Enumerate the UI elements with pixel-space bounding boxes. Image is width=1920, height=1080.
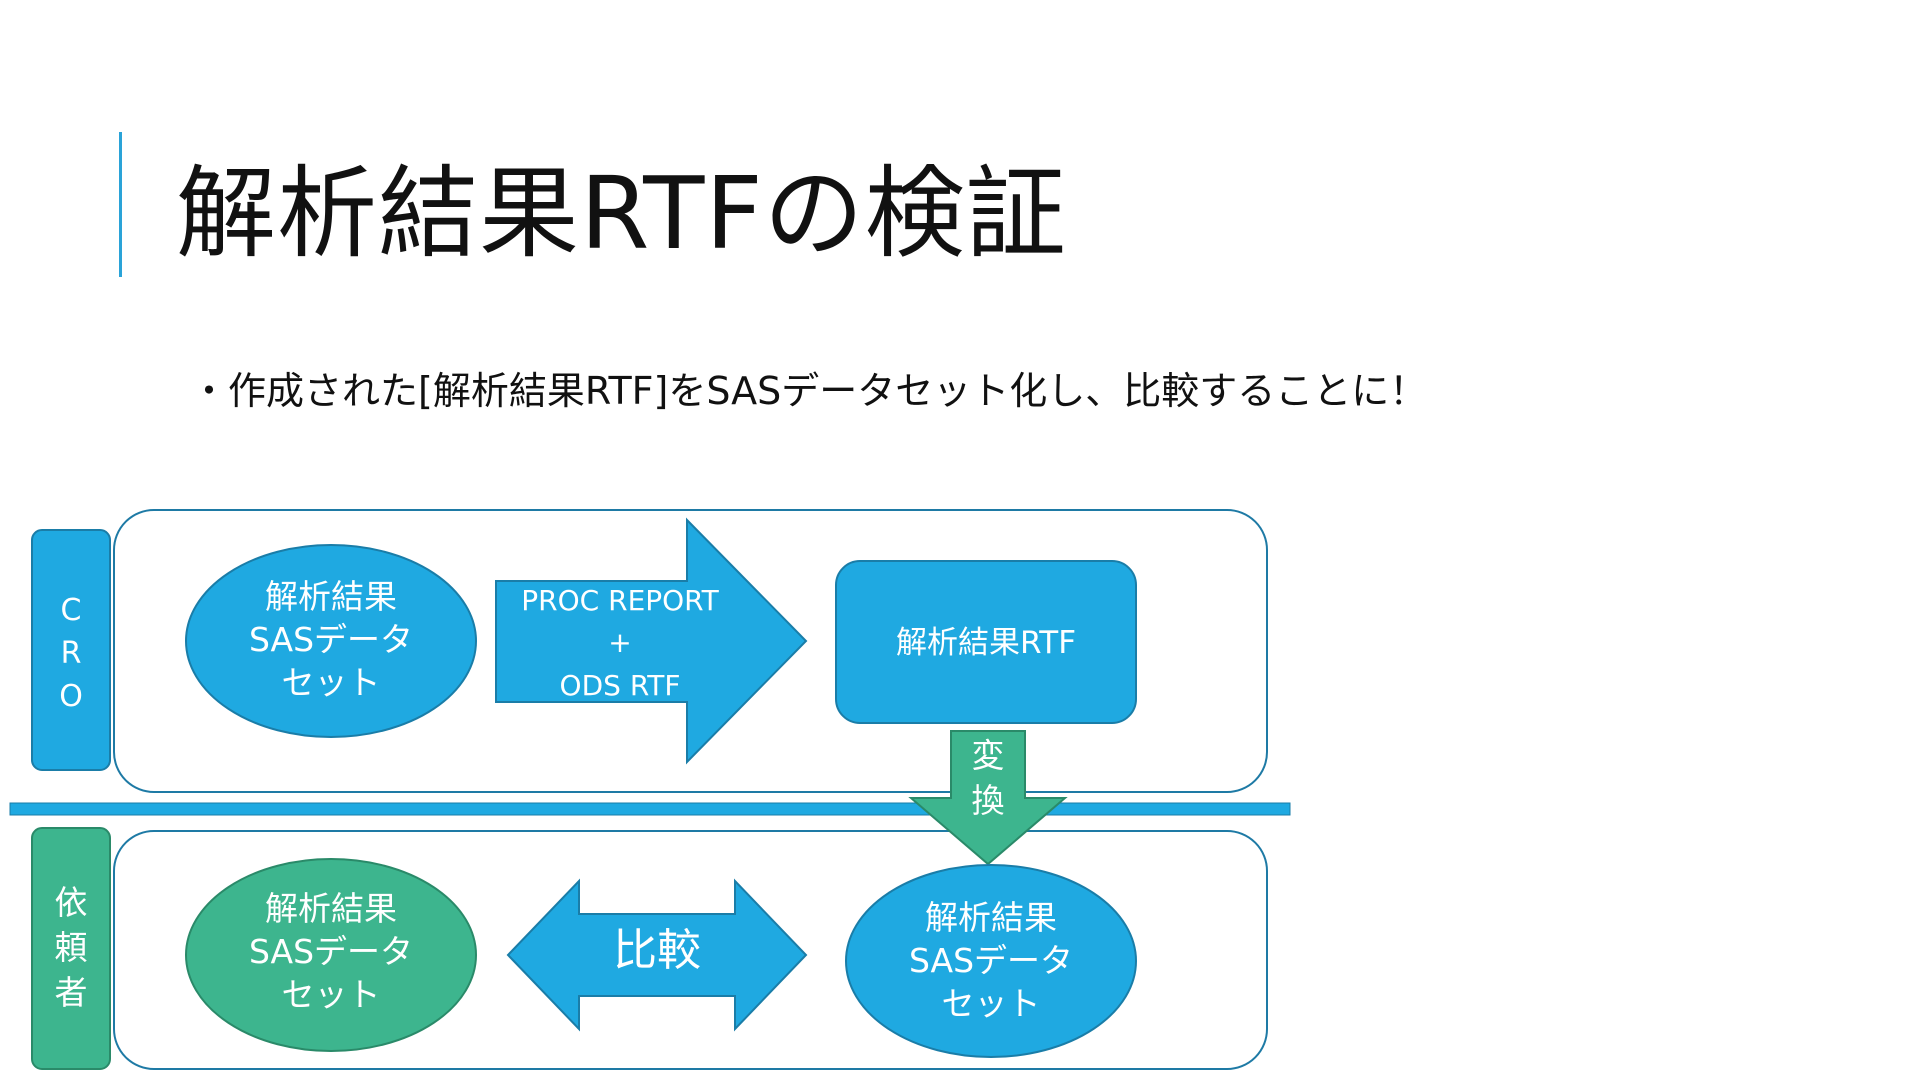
- client-label-1: 依: [55, 883, 88, 922]
- client-dataset-line3: セット: [282, 975, 381, 1014]
- client-dataset-node: [185, 858, 477, 1052]
- cro-dataset-line2: SASデータ: [249, 620, 413, 659]
- proc-arrow-line2: +: [608, 626, 631, 659]
- client-label-box: [31, 827, 111, 1070]
- converted-dataset-node: [845, 864, 1137, 1058]
- compare-arrow-label: 比較: [613, 925, 701, 976]
- cro-label-2: R: [61, 636, 82, 671]
- cro-dataset-line1: 解析結果: [265, 577, 397, 616]
- client-label-3: 者: [55, 973, 88, 1012]
- separator-bar: [9, 802, 1291, 816]
- converted-dataset-line1: 解析結果: [925, 898, 1057, 937]
- proc-arrow-line3: ODS RTF: [560, 669, 681, 702]
- convert-arrow-line2: 換: [972, 781, 1005, 820]
- slide-title: 解析結果RTFの検証: [176, 155, 1067, 272]
- compare-arrow: [506, 878, 808, 1032]
- rtf-output-label: 解析結果RTF: [896, 625, 1076, 661]
- bullet-text: ・作成された[解析結果RTF]をSASデータセット化し、比較することに！: [190, 369, 1428, 413]
- rtf-output-box: [835, 560, 1137, 724]
- client-dataset-line2: SASデータ: [249, 932, 413, 971]
- converted-dataset-line2: SASデータ: [909, 941, 1073, 980]
- cro-dataset-node: [185, 544, 477, 738]
- proc-report-arrow: [495, 517, 808, 765]
- title-accent-bar: [119, 132, 122, 277]
- cro-dataset-line3: セット: [282, 663, 381, 702]
- converted-dataset-line3: セット: [942, 984, 1041, 1023]
- cro-label-1: C: [61, 593, 82, 628]
- cro-label-box: [31, 529, 111, 771]
- proc-arrow-line1: PROC REPORT: [521, 584, 719, 617]
- client-label-2: 頼: [55, 928, 88, 967]
- convert-arrow: [908, 730, 1068, 866]
- convert-arrow-line1: 変: [972, 736, 1005, 775]
- cro-label-3: O: [59, 679, 83, 714]
- client-dataset-line1: 解析結果: [265, 889, 397, 928]
